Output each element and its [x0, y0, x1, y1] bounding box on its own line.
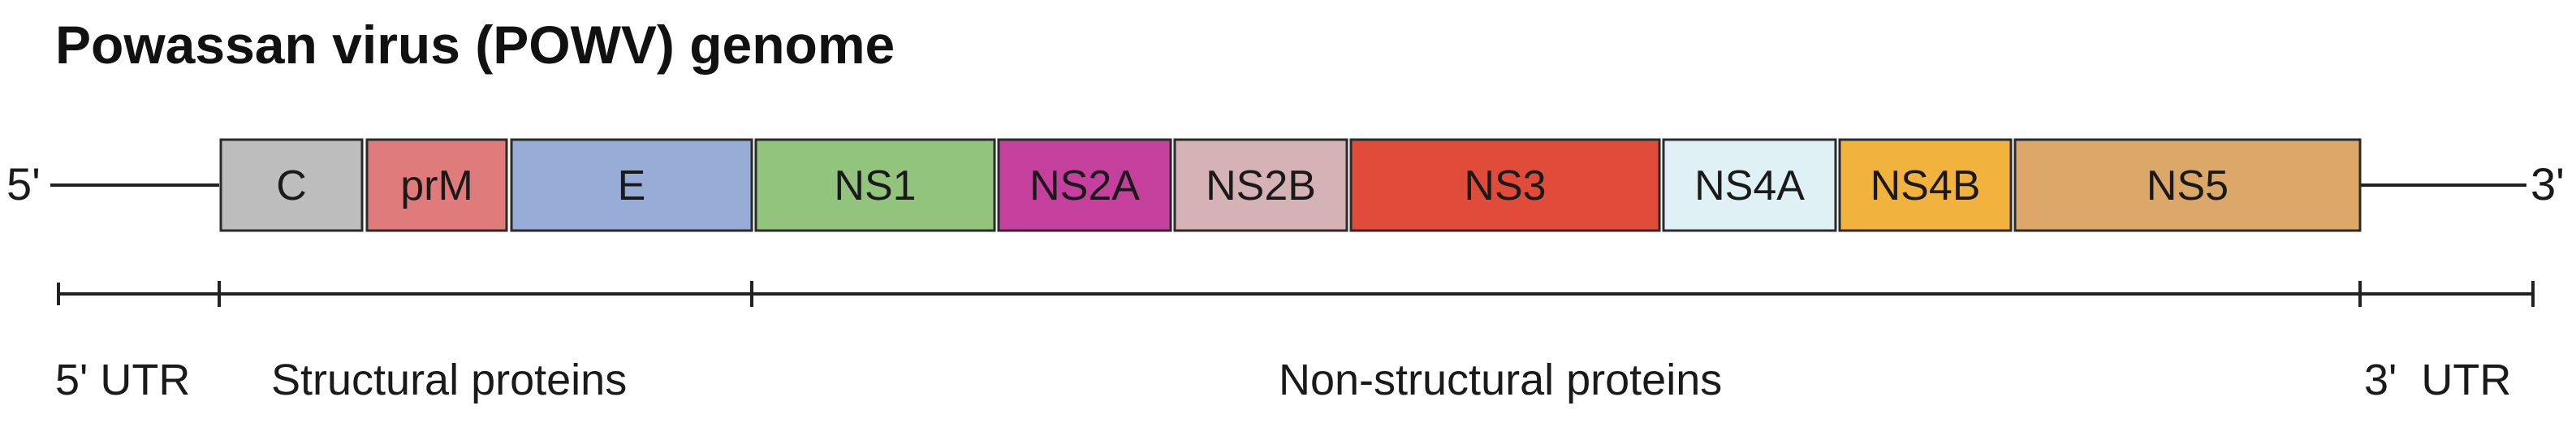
gene-label-ns1: NS1 [834, 162, 916, 209]
gene-label-ns3: NS3 [1464, 162, 1546, 209]
gene-box-ns4b [1838, 138, 2013, 232]
gene-box-c [219, 138, 364, 232]
gene-box-ns2b [1173, 138, 1348, 232]
gene-box-ns1 [754, 138, 996, 232]
gene-box-prm [365, 138, 508, 232]
gene-label-ns4b: NS4B [1871, 162, 1981, 209]
gene-box-ns4a [1662, 138, 1837, 232]
region-label-nonstructural: Non-structural proteins [1279, 356, 1722, 404]
gene-label-ns4a: NS4A [1694, 162, 1805, 209]
gene-label-ns5: NS5 [2147, 162, 2229, 209]
diagram-title: Powassan virus (POWV) genome [55, 15, 895, 75]
gene-label-c: C [276, 162, 307, 209]
gene-box-ns5 [2013, 138, 2362, 232]
gene-box-ns2a [997, 138, 1172, 232]
gene-box-e [510, 138, 753, 232]
gene-label-prm: prM [400, 162, 473, 209]
three-prime-label: 3' [2531, 158, 2565, 209]
gene-label-ns2a: NS2A [1029, 162, 1140, 209]
region-label-5utr: 5' UTR [55, 356, 190, 404]
region-label-3utr: 3' UTR [2364, 356, 2511, 404]
five-prime-label: 5' [6, 158, 41, 209]
gene-label-e: E [618, 162, 646, 209]
region-label-structural: Structural proteins [271, 356, 627, 404]
gene-box-ns3 [1349, 138, 1661, 232]
gene-label-ns2b: NS2B [1206, 162, 1316, 209]
